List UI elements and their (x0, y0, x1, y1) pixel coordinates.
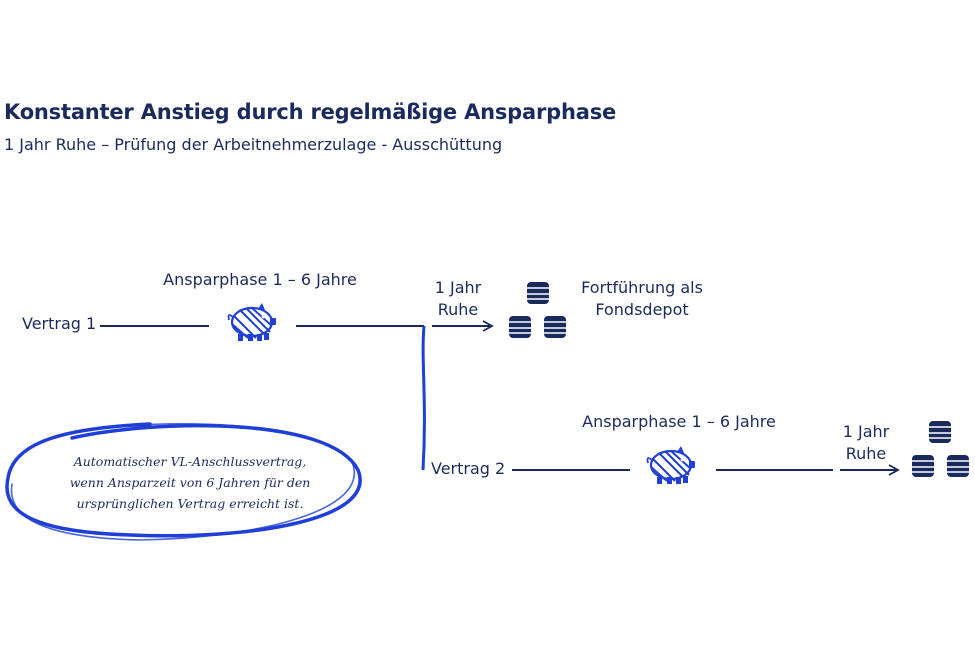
piggy-bank-icon (227, 301, 278, 343)
coin-stack-icon (928, 420, 952, 444)
contract2-label: Vertrag 2 (431, 459, 506, 478)
contract1-label: Vertrag 1 (22, 314, 97, 333)
contract2-phase-label: Ansparphase 1 – 6 Jahre (582, 412, 776, 431)
contract1-phase-label: Ansparphase 1 – 6 Jahre (163, 270, 357, 289)
coin-stack-icon (911, 454, 935, 478)
page-title: Konstanter Anstieg durch regelmäßige Ans… (4, 100, 617, 124)
coin-stack-icon (543, 315, 567, 339)
continuation-label: Fortführung als Fondsdepot (581, 278, 703, 319)
coin-stack-icon (508, 315, 532, 339)
coin-stack-icon (526, 281, 550, 305)
piggy-bank-icon (646, 444, 697, 486)
note-text: Automatischer VL-Anschlussvertrag, wenn … (69, 454, 311, 511)
contract1-rest-label: 1 Jahr Ruhe (434, 278, 482, 319)
contract2-rest-label: 1 Jahr Ruhe (842, 422, 890, 463)
connector-line (421, 325, 426, 471)
coin-stack-icon (946, 454, 970, 478)
page-subtitle: 1 Jahr Ruhe – Prüfung der Arbeitnehmerzu… (4, 135, 503, 154)
